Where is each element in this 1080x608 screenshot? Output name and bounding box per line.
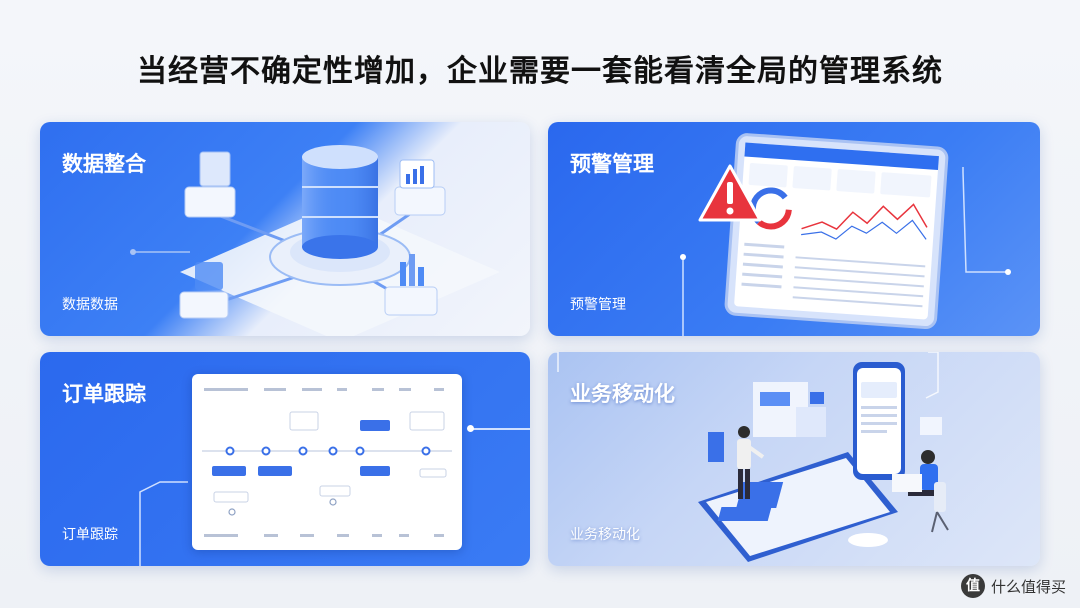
connector-line <box>139 481 188 566</box>
card-subtitle: 数据数据 <box>62 297 118 313</box>
database-illustration <box>130 145 500 336</box>
timeline-graphic <box>202 388 452 537</box>
card-data-integration[interactable]: 数据整合 数据数据 <box>40 122 530 336</box>
order-timeline-panel <box>192 374 462 550</box>
card-alert-management[interactable]: 预警管理 预警管理 <box>548 122 1040 336</box>
brand-text: 什么值得买 <box>990 577 1066 596</box>
brand-watermark: 值 什么值得买 <box>960 574 1066 598</box>
card-title: 预警管理 <box>570 152 654 176</box>
connector-dot <box>467 425 474 432</box>
connector-line <box>470 428 530 430</box>
card-title: 数据整合 <box>62 152 146 176</box>
card-order-tracking[interactable]: 订单跟踪 订单跟踪 <box>40 352 530 566</box>
card-subtitle: 订单跟踪 <box>62 527 118 543</box>
page-title: 当经营不确定性增加，企业需要一套能看清全局的管理系统 <box>137 54 943 89</box>
card-mobile-business[interactable]: 业务移动化 业务移动化 <box>548 352 1040 566</box>
zhi-icon: 值 <box>960 574 985 598</box>
card-title: 业务移动化 <box>570 382 675 406</box>
warning-triangle-icon <box>698 164 762 222</box>
dashboard-illustration <box>680 133 1011 336</box>
mobile-illustration <box>548 352 949 562</box>
card-subtitle: 业务移动化 <box>570 527 640 543</box>
card-title: 订单跟踪 <box>62 382 146 406</box>
card-subtitle: 预警管理 <box>570 297 626 313</box>
